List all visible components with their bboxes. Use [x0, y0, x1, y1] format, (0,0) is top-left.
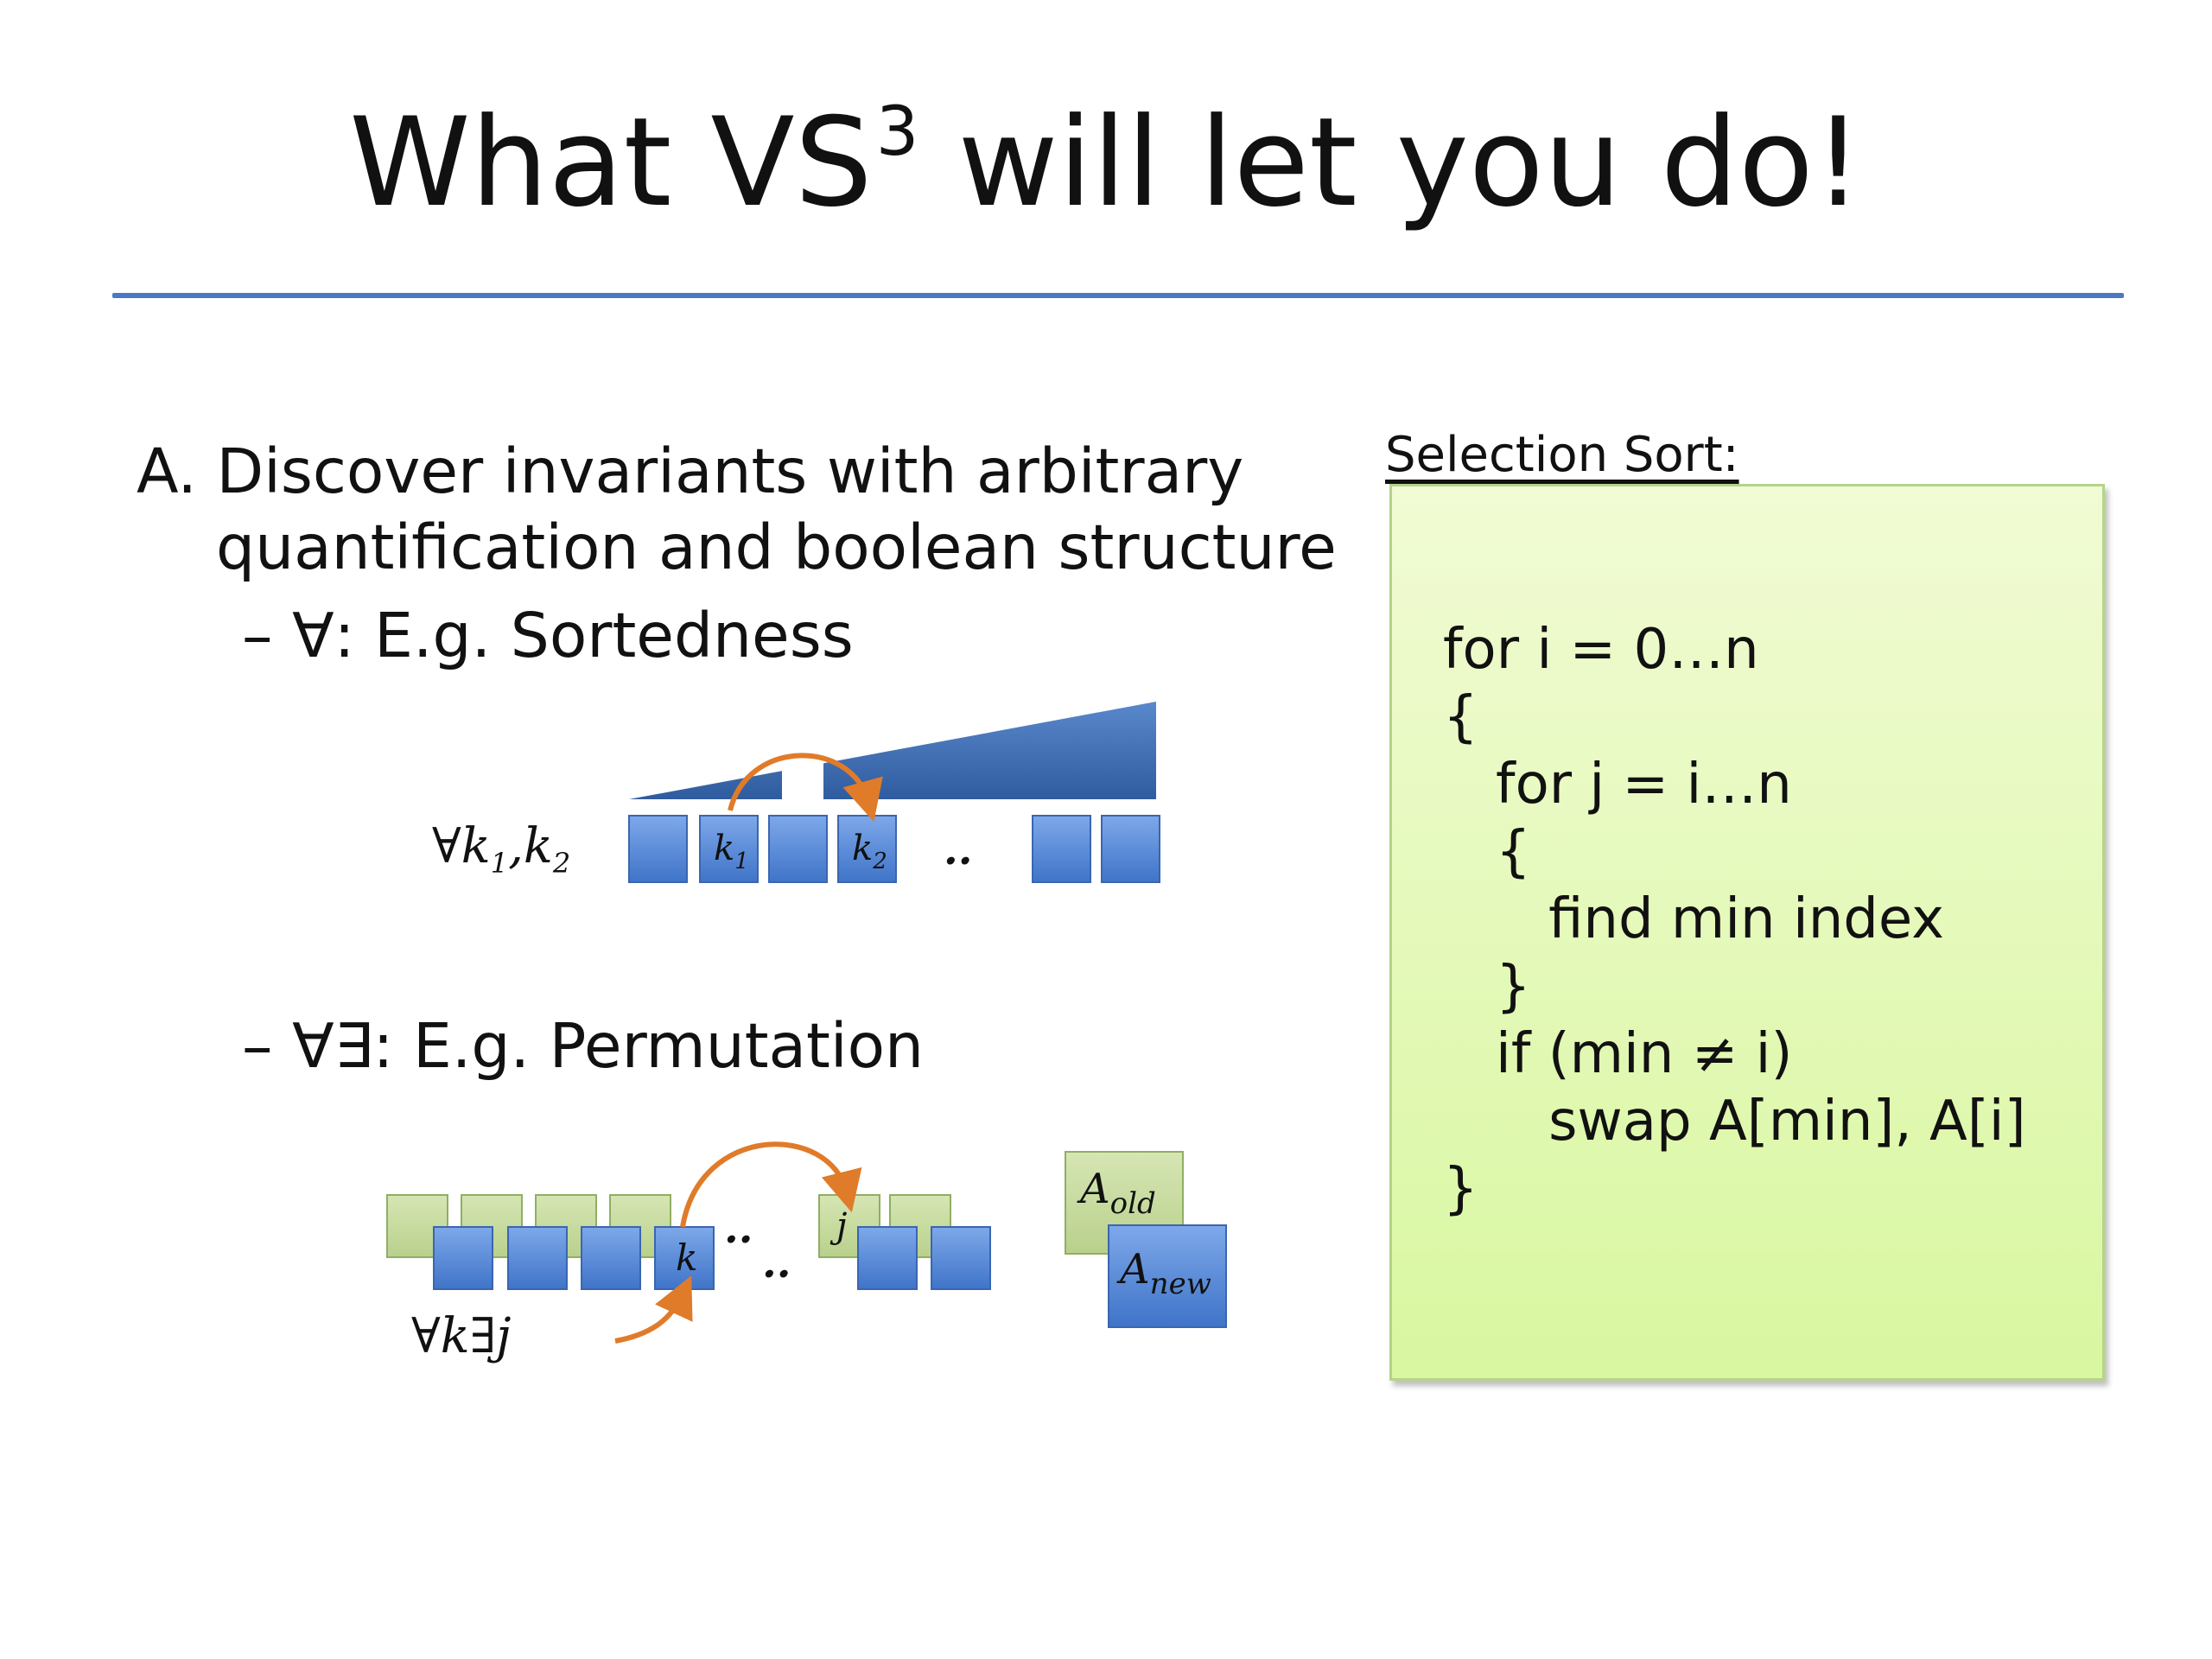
bullet-sortedness: – ∀: E.g. Sortedness [242, 600, 854, 671]
item-a-line2: quantification and boolean structure [216, 512, 1337, 583]
code-line: if (min ≠ i) [1443, 1022, 1793, 1086]
permutation-ellipsis-lower: .. [762, 1239, 791, 1287]
new-array-cell [931, 1226, 991, 1290]
code-line: } [1443, 955, 1531, 1019]
item-a-line1: A. Discover invariants with arbitrary [137, 435, 1244, 507]
increasing-wedge [629, 702, 1156, 799]
sortedness-diagram: k1 k2 .. ∀k1,k2 [432, 702, 1160, 883]
code-line: for i = 0…n [1443, 618, 1759, 682]
array-cell-k1 [699, 815, 759, 883]
selection-sort-label: Selection Sort: [1385, 427, 1739, 483]
forall-k1k2-label: ∀k1,k2 [432, 818, 570, 880]
array-cell [1101, 815, 1160, 883]
code-line: find min index [1443, 887, 1945, 951]
permutation-diagram: k j .. .. ∀k∃j [386, 1141, 991, 1364]
array-cell [768, 815, 828, 883]
code-line: } [1443, 1157, 1478, 1221]
array-cell [628, 815, 688, 883]
k-label: k [676, 1236, 697, 1279]
code-panel [1389, 484, 2105, 1381]
code-line: { [1443, 820, 1531, 884]
sortedness-arrow [728, 753, 883, 823]
code-line: for j = i…n [1443, 753, 1792, 817]
array-cell-k2 [837, 815, 897, 883]
k-pointer-arrow [614, 1275, 693, 1344]
new-array-cell [857, 1226, 918, 1290]
new-array-cell [433, 1226, 493, 1290]
new-array-cell [581, 1226, 641, 1290]
permutation-arrow [680, 1141, 862, 1228]
code-line: { [1443, 685, 1478, 749]
slide-title: What VS3 will let you do! [349, 92, 1863, 234]
array-legend: Aold Anew [1065, 1151, 1227, 1328]
forall-k-exists-j-label: ∀k∃j [411, 1308, 511, 1364]
wedge-gap [782, 753, 823, 799]
bullet-permutation: – ∀∃: E.g. Permutation [242, 1010, 925, 1082]
legend-new-box [1108, 1224, 1227, 1328]
title-divider [112, 293, 2124, 298]
code-line: swap A[min], A[i] [1443, 1090, 2026, 1154]
permutation-ellipsis-upper: .. [724, 1205, 753, 1253]
array-cell [1032, 815, 1091, 883]
new-array-cell [507, 1226, 568, 1290]
sortedness-ellipsis: .. [944, 826, 972, 874]
